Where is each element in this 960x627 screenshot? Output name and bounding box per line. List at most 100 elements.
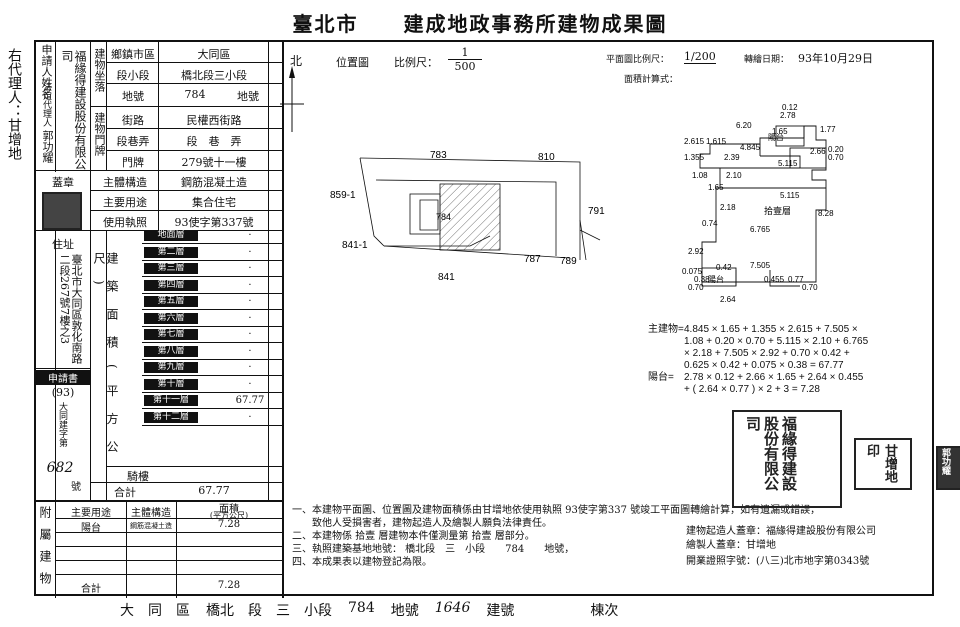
lot-value: 784 — [184, 88, 206, 101]
document-frame: 申請人姓名 法定代理人 福緣得建設股份有限公司 郭功耀 建物坐落 鄉鎮市區 大同… — [34, 40, 934, 598]
divider — [55, 546, 282, 547]
calc-label: 面積計算式： — [624, 75, 679, 85]
builder-seal-label: 建物起造人蓋章：福緣得建設股份有限公司 — [686, 526, 876, 537]
main-calc-line: × 2.18 + 7.505 × 2.92 + 0.70 × 0.42 + — [684, 348, 850, 359]
floor-area: · — [248, 263, 252, 274]
dim: 6.20 — [736, 121, 752, 130]
address-value: 臺北市大同區敦化南路二段267號7樓之3 — [58, 254, 83, 364]
floor-area: · — [248, 329, 252, 340]
lot-810: 810 — [538, 152, 555, 163]
divider — [142, 292, 282, 294]
north-label: 北 — [290, 54, 303, 68]
no-label: 門牌 — [122, 156, 144, 169]
application-label: 申請書 — [36, 370, 90, 385]
dim: 2.78 — [780, 111, 796, 120]
floor-area: · — [248, 362, 252, 373]
divider — [55, 42, 56, 172]
dim: 0.77 — [788, 275, 804, 284]
annex-row-struct: 鋼筋混凝土造 — [130, 522, 172, 530]
lot-859-1: 859-1 — [330, 190, 356, 201]
dim: 2.10 — [726, 171, 742, 180]
floor-area: · — [248, 378, 252, 390]
applicant-company: 福緣得建設股份有限公司 — [60, 50, 87, 170]
dim: 2.64 — [720, 295, 736, 304]
dim: 8.28 — [818, 209, 834, 218]
document-title: 建成地政事務所建物成果圖 — [403, 12, 668, 36]
application-no: 682 — [46, 460, 74, 476]
balcony-top-label: 陽台 — [768, 132, 784, 142]
scale-numerator: 1 — [448, 46, 482, 60]
balcony-calc-line: + ( 2.64 × 0.77 ) × 2 + 3 = 7.28 — [684, 384, 820, 395]
note-2: 二、本建物係 拾壹 層建物本件僅測量第 拾壹 層部分。 — [292, 531, 535, 542]
floor-name: 第十一層 — [144, 395, 198, 406]
dim: 0.075 — [682, 267, 703, 276]
main-calc-line: 4.845 × 1.65 + 1.355 × 2.615 + 7.505 × — [684, 324, 858, 335]
divider — [36, 500, 282, 502]
divider — [126, 500, 127, 598]
annex-use-label: 主要用途 — [71, 508, 111, 519]
floors-total-value: 67.77 — [198, 484, 230, 497]
applicant-seal-stamp — [42, 192, 82, 230]
floor-area: · — [248, 246, 252, 258]
floor-area: · — [248, 345, 252, 357]
lane-value: 段 巷 弄 — [186, 135, 242, 148]
divider — [142, 391, 282, 393]
address-label: 住址 — [52, 238, 74, 251]
dim: 0.70 — [688, 283, 704, 292]
floor-name: 第十層 — [144, 378, 198, 390]
seal-label: 蓋章 — [52, 176, 74, 189]
dim: 5.115 — [778, 159, 798, 168]
annex-row-use: 陽台 — [81, 523, 101, 534]
date-label: 轉繪日期： — [744, 55, 790, 65]
edge-stamp-text: 郭功耀 — [940, 448, 950, 475]
floors-title: 建築面積(平方公尺) — [92, 252, 119, 469]
divider — [106, 83, 282, 84]
section-value: 橋北段三小段 — [181, 69, 247, 82]
divider — [106, 466, 282, 467]
divider — [142, 358, 282, 360]
footer-district: 大 同 區 — [120, 603, 190, 619]
floor-area: 67.77 — [235, 395, 265, 406]
footer-section: 橋北 段 三 小段 — [206, 603, 332, 619]
divider — [142, 408, 282, 409]
lot-787: 787 — [524, 254, 541, 265]
dim: 0.455 — [764, 275, 785, 284]
floor-name: 第六層 — [144, 312, 198, 324]
dim: 0.70 — [828, 153, 844, 162]
road-label: 街路 — [122, 114, 144, 127]
annex-total-value: 7.28 — [217, 580, 241, 591]
divider — [158, 170, 159, 230]
dim: 1.77 — [820, 125, 836, 134]
use-value: 集合住宅 — [192, 196, 236, 209]
annex-row-area: 7.28 — [217, 519, 241, 530]
note-1: 一、本建物平面圖、位置圖及建物面積係由甘增地依使用執照 93使字第337 號竣工… — [292, 505, 821, 516]
footer-lot-label: 地號 — [390, 603, 419, 619]
district-value: 大同區 — [197, 48, 231, 61]
builder-company-stamp — [732, 410, 842, 508]
floor-name: 地面層 — [144, 230, 198, 241]
floor-name: 第八層 — [144, 345, 198, 357]
road-value: 民權西街路 — [186, 114, 242, 127]
lot-suffix: 地號 — [237, 90, 259, 103]
left-panel-border — [282, 42, 284, 598]
license-label: 開業證照字號：(八三)北市地字第0343號 — [686, 556, 870, 567]
use-label: 主要用途 — [103, 196, 147, 209]
application-suffix: 號 — [71, 482, 81, 493]
main-calc-label: 主建物= — [648, 324, 684, 335]
section-label: 段小段 — [116, 69, 150, 82]
plan-dimensions: 2.78 6.20 1.65 0.12 2.615 1.615 1.77 4.8… — [682, 103, 844, 304]
divider — [142, 342, 282, 343]
divider — [176, 500, 177, 598]
notes-block: 一、本建物平面圖、位置圖及建物面積係由甘增地依使用執照 93使字第337 號竣工… — [292, 504, 820, 569]
footer-building-label: 建號 — [486, 603, 515, 619]
scale-label: 比例尺： — [394, 56, 438, 69]
lane-label: 段巷弄 — [116, 135, 150, 148]
divider — [55, 560, 282, 561]
date-value: 93年10月29日 — [798, 52, 873, 65]
drawer-seal-label: 繪製人蓋章：甘增地 — [686, 540, 776, 551]
application-year: (93) — [51, 386, 75, 399]
plan-scale-value: 1/200 — [684, 50, 716, 64]
scale-denominator: 500 — [454, 60, 476, 73]
dim: 2.18 — [720, 203, 736, 212]
divider — [36, 368, 90, 369]
